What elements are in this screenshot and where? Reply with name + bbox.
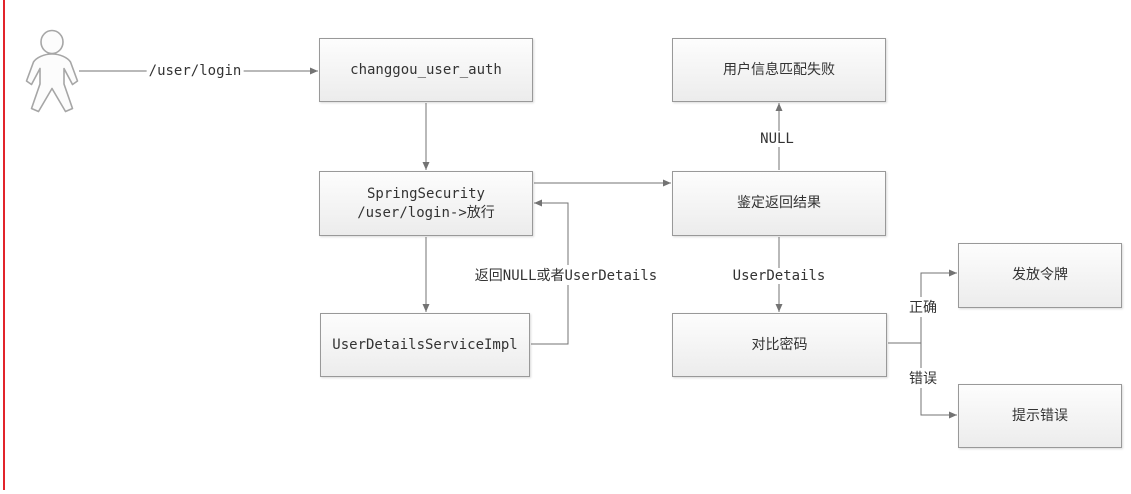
node-label: 用户信息匹配失败 bbox=[723, 61, 835, 78]
node-label: UserDetailsServiceImpl bbox=[332, 336, 518, 353]
edge-label-return-null-or-userdetails: 返回NULL或者UserDetails bbox=[472, 265, 660, 285]
node-issue-token: 发放令牌 bbox=[958, 243, 1122, 308]
node-label: 对比密码 bbox=[751, 336, 808, 353]
node-changgou-user-auth: changgou_user_auth bbox=[319, 38, 533, 102]
edge-label-wrong: 错误 bbox=[907, 368, 939, 388]
node-prompt-error: 提示错误 bbox=[958, 384, 1122, 448]
node-label: changgou_user_auth bbox=[350, 61, 502, 78]
actor-icon bbox=[25, 29, 79, 113]
left-red-line bbox=[3, 0, 5, 490]
edge-label-user-login: /user/login bbox=[146, 63, 244, 79]
node-auth-return-result: 鉴定返回结果 bbox=[672, 171, 886, 236]
node-label: 提示错误 bbox=[1012, 407, 1068, 424]
node-compare-password: 对比密码 bbox=[672, 313, 887, 377]
edge-label-null: NULL bbox=[758, 131, 796, 147]
node-label: 发放令牌 bbox=[1012, 267, 1068, 284]
node-spring-security: SpringSecurity /user/login->放行 bbox=[319, 171, 533, 236]
node-user-details-service-impl: UserDetailsServiceImpl bbox=[320, 313, 530, 377]
edge-label-correct: 正确 bbox=[907, 297, 939, 317]
node-label: 鉴定返回结果 bbox=[737, 195, 821, 212]
node-user-info-match-fail: 用户信息匹配失败 bbox=[672, 38, 886, 102]
edge-correct-to-issue-token bbox=[920, 269, 957, 343]
edge-wrong-to-prompt-error bbox=[920, 343, 957, 419]
edge-label-user-details: UserDetails bbox=[730, 268, 828, 284]
node-label-line2: /user/login->放行 bbox=[357, 204, 495, 221]
node-label-line1: SpringSecurity bbox=[366, 185, 485, 202]
